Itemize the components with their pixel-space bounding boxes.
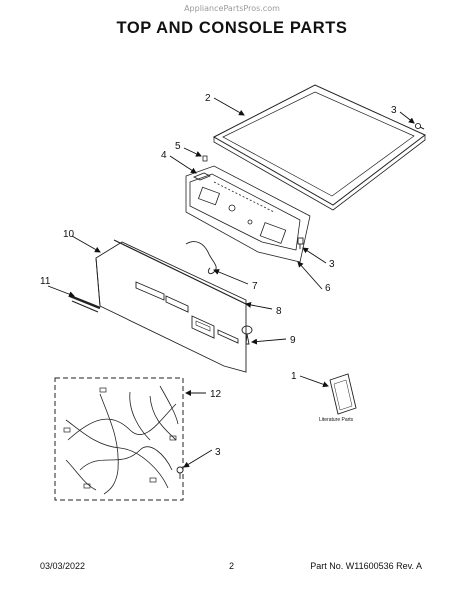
console-bracket-part: [185, 165, 311, 263]
literature-part: [329, 373, 357, 415]
callout-9: 9: [290, 335, 296, 346]
callout-8: 8: [276, 306, 282, 317]
callout-2: 2: [205, 93, 211, 104]
callout-1: 1: [291, 371, 297, 382]
callout-3-middle: 3: [329, 259, 335, 270]
top-panel-part: [212, 84, 426, 211]
page-title: TOP AND CONSOLE PARTS: [116, 19, 348, 37]
callout-12: 12: [210, 389, 222, 400]
console-panel-part: [95, 241, 247, 373]
callout-10: 10: [63, 229, 75, 240]
wiring-harness-part: [54, 377, 184, 501]
callout-7: 7: [252, 281, 258, 292]
callout-3-bottom: 3: [215, 447, 221, 458]
strip-part: [113, 239, 247, 305]
screw-part-middle: [297, 237, 304, 249]
screw-part-bottom: [176, 466, 184, 479]
knob-part: [241, 325, 253, 345]
screw-part-top: [414, 122, 425, 130]
callout-4: 4: [161, 150, 167, 161]
leader-lines: [47, 97, 415, 468]
callout-3-top: 3: [391, 105, 397, 116]
badge-part: [69, 294, 101, 313]
footer-part-number: Part No. W11600536 Rev. A: [310, 561, 422, 571]
callout-5: 5: [175, 141, 181, 152]
watermark: AppliancePartsPros.com: [184, 4, 280, 13]
callout-6: 6: [325, 283, 331, 294]
callout-11: 11: [40, 276, 51, 287]
footer-date: 03/03/2022: [40, 561, 86, 571]
footer-page-number: 2: [229, 561, 235, 571]
callout-numbers: 2 3 5 4 10 3 6 7 8 9 11 12 1 3: [40, 93, 397, 458]
literature-label: Literature Parts: [319, 417, 354, 423]
wire-part: [185, 241, 217, 275]
